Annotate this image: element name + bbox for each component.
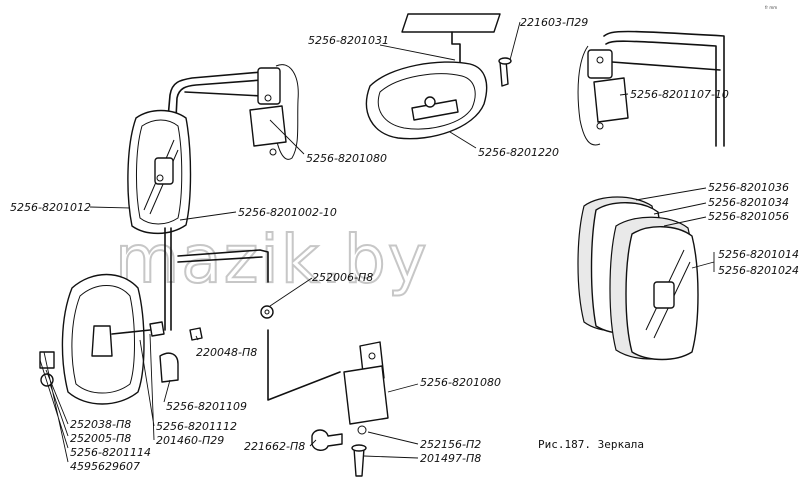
label-8201056: 5256-8201056 xyxy=(708,210,789,223)
leader-8201056 xyxy=(663,216,707,227)
lower-bracket xyxy=(267,329,389,477)
interior-mirror xyxy=(365,13,512,140)
leader-8201002 xyxy=(179,211,237,221)
label-201460: 201460-П29 xyxy=(156,434,224,447)
right-mirror-stack xyxy=(577,196,699,361)
label-252038: 252038-П8 xyxy=(70,418,131,431)
assembly-line xyxy=(267,329,341,401)
clamp-screw-shaft xyxy=(111,329,151,335)
washer-252006 xyxy=(260,305,274,319)
washer-252005 xyxy=(40,373,54,387)
label-252156: 252156-П2 xyxy=(420,438,481,451)
label-221662: 221662-П8 xyxy=(244,440,305,453)
main-mirror-glass xyxy=(136,119,183,225)
upper-tube-outer xyxy=(167,71,263,119)
label-252006: 252006-П8 xyxy=(312,271,373,284)
bracket-clamp xyxy=(593,77,629,123)
washer-hole xyxy=(264,309,270,315)
bolt-221662 xyxy=(311,429,343,451)
label-8201002: 5256-8201002-10 xyxy=(238,206,337,219)
label-4595629607: 4595629607 xyxy=(70,460,140,473)
interior-mirror-glass xyxy=(377,73,476,130)
bracket-upper-block xyxy=(587,49,613,79)
leader-252006 xyxy=(269,277,313,307)
bracket-top-plate xyxy=(257,67,281,105)
bolt-head xyxy=(269,148,277,156)
leader-252156 xyxy=(363,431,419,459)
clamp-8201109 xyxy=(159,352,179,383)
upper-tube-lower xyxy=(184,91,263,97)
upper-tube-inner xyxy=(175,79,263,119)
bolt-201497 xyxy=(353,447,365,477)
screw-head xyxy=(498,57,512,65)
leader-8201112 xyxy=(139,333,155,441)
nut-252156 xyxy=(357,425,367,435)
front-mirror-clip xyxy=(653,281,675,309)
leader-left-hardware xyxy=(39,351,69,463)
leader-8201109 xyxy=(163,379,171,403)
leader-8201220 xyxy=(449,131,477,149)
leader-8201031 xyxy=(379,44,456,61)
label-8201014: 5256-8201014 xyxy=(718,248,799,261)
mount-plate xyxy=(401,13,501,33)
bolt-head xyxy=(264,94,272,102)
corner-mark: fr mm xyxy=(765,5,777,10)
leader-220048 xyxy=(195,335,199,341)
leader-8201080-bottom xyxy=(387,383,419,393)
label-8201107: 5256-8201107-10 xyxy=(630,88,729,101)
bolt-head xyxy=(596,122,604,130)
bolt-head xyxy=(368,352,376,360)
leader-8201034 xyxy=(653,202,707,215)
leader-8201080-top xyxy=(269,119,305,155)
mirror-mount-clip xyxy=(154,157,174,185)
lower-arm-vertical xyxy=(164,227,172,331)
label-8201031: 5256-8201031 xyxy=(308,34,389,47)
mirror-holder xyxy=(411,99,459,121)
part-labels: 5256-8201031 221603-П29 5256-8201107-10 … xyxy=(10,16,799,473)
label-220048: 220048-П8 xyxy=(196,346,257,359)
wall-hatch-right xyxy=(577,45,601,146)
bolt-head xyxy=(596,56,604,64)
leader-221603 xyxy=(509,21,521,61)
label-8201036: 5256-8201036 xyxy=(708,181,789,194)
label-221603: 221603-П29 xyxy=(520,16,588,29)
figure-caption: Рис.187. Зеркала xyxy=(538,438,644,451)
clip-screw xyxy=(156,174,164,182)
bracket-frame xyxy=(603,30,725,147)
wall-hatch-left xyxy=(273,64,299,160)
nut-252038 xyxy=(39,351,55,369)
label-8201109: 5256-8201109 xyxy=(166,400,247,413)
small-mirror xyxy=(39,273,274,405)
leader-lines xyxy=(39,21,715,463)
label-8201012: 5256-8201012 xyxy=(10,201,91,214)
ball-joint xyxy=(424,96,436,108)
left-mirror-assembly xyxy=(127,64,299,331)
small-mirror-glass xyxy=(71,285,135,394)
label-8201112: 5256-8201112 xyxy=(156,420,237,433)
clamp-screw-head xyxy=(149,321,165,337)
small-mirror-clip xyxy=(91,325,113,357)
label-8201080-top: 5256-8201080 xyxy=(306,152,387,165)
leader-8201036 xyxy=(635,187,707,201)
label-201497: 201497-П8 xyxy=(420,452,481,465)
lower-clamp-block xyxy=(343,365,389,425)
label-8201024: 5256-8201024 xyxy=(718,264,799,277)
leader-8201012 xyxy=(89,206,131,209)
leader-8201107 xyxy=(619,93,629,96)
leader-221662 xyxy=(309,439,317,447)
label-252005: 252005-П8 xyxy=(70,432,131,445)
lower-arm-horizontal xyxy=(177,249,269,283)
bracket-crossbar xyxy=(611,61,721,71)
right-bracket xyxy=(577,30,725,147)
label-8201114: 5256-8201114 xyxy=(70,446,151,459)
label-8201220: 5256-8201220 xyxy=(478,146,559,159)
screw-220048 xyxy=(189,327,203,341)
label-8201034: 5256-8201034 xyxy=(708,196,789,209)
bolt-201497-head xyxy=(351,444,367,452)
label-8201080-bottom: 5256-8201080 xyxy=(420,376,501,389)
leader-8201014 xyxy=(691,252,715,272)
clamp-block-top xyxy=(249,105,287,147)
